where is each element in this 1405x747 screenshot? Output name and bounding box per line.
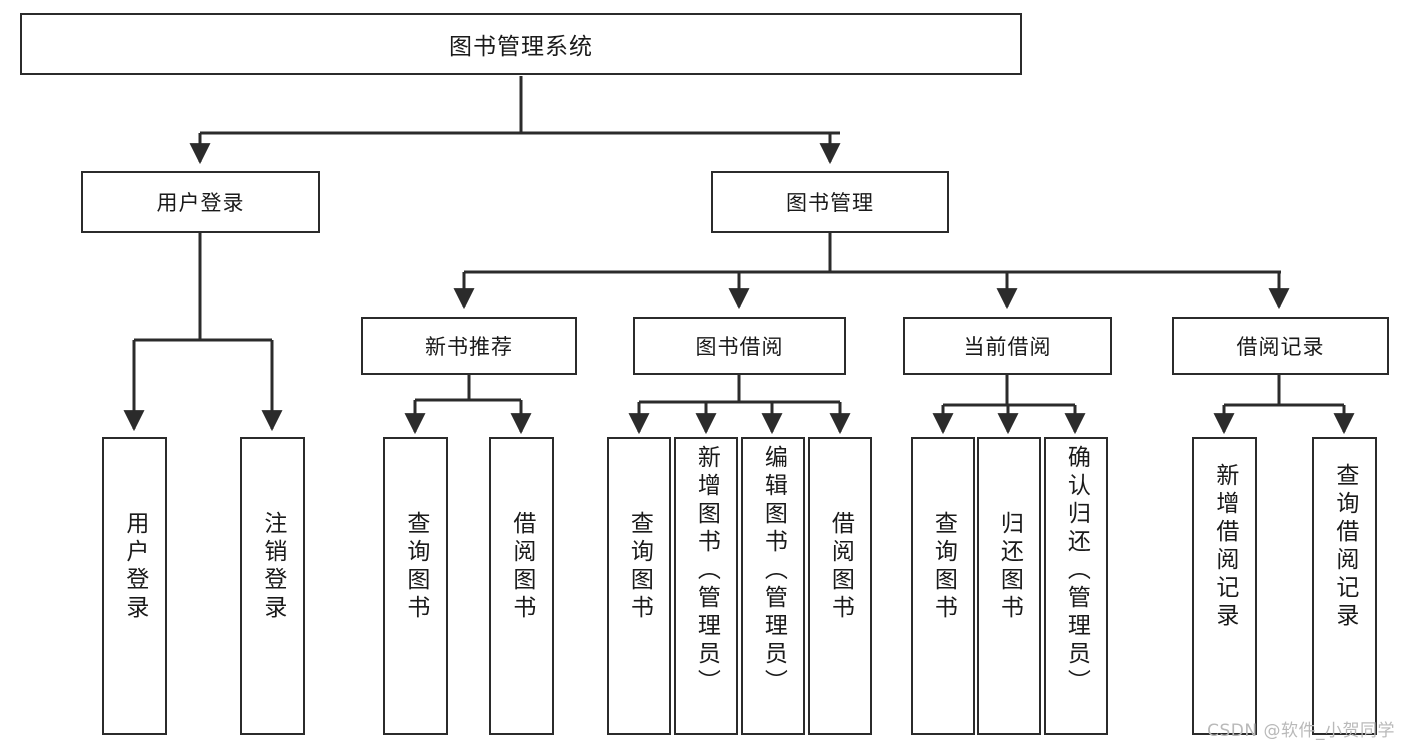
node-label: 归还图书 [996,511,1023,623]
node-label: 借阅记录 [1236,335,1325,359]
node-new-book-recommend[interactable]: 新书推荐 [361,317,577,375]
node-label: 新增图书（管理员） [693,445,720,697]
node-label: 用户登录 [121,511,148,623]
leaf-user-login-logout[interactable]: 注销登录 [240,437,305,735]
node-label: 查询图书 [626,511,653,623]
watermark-text: CSDN @软件_小贺同学 [1207,721,1395,741]
node-label: 用户登录 [156,191,245,215]
leaf-current-confirm-return-admin[interactable]: 确认归还（管理员） [1044,437,1108,735]
node-label: 图书管理系统 [449,34,593,60]
leaf-borrow-add-book-admin[interactable]: 新增图书（管理员） [674,437,738,735]
leaf-new-book-borrow[interactable]: 借阅图书 [489,437,554,735]
leaf-user-login-login[interactable]: 用户登录 [102,437,167,735]
node-label: 新书推荐 [425,335,513,359]
node-label: 当前借阅 [963,335,1052,359]
node-book-borrow[interactable]: 图书借阅 [633,317,846,375]
node-label: 编辑图书（管理员） [760,445,787,697]
leaf-borrow-query-book[interactable]: 查询图书 [607,437,671,735]
leaf-current-query-book[interactable]: 查询图书 [911,437,975,735]
leaf-current-return-book[interactable]: 归还图书 [977,437,1041,735]
leaf-borrow-borrow-book[interactable]: 借阅图书 [808,437,872,735]
node-label: 借阅图书 [508,511,535,623]
node-label: 查询借阅记录 [1331,463,1358,631]
node-label: 注销登录 [259,511,286,623]
node-current-borrow[interactable]: 当前借阅 [903,317,1112,375]
node-label: 确认归还（管理员） [1063,445,1090,697]
leaf-record-add-record[interactable]: 新增借阅记录 [1192,437,1257,735]
node-label: 新增借阅记录 [1211,463,1238,631]
node-label: 图书管理 [786,191,874,215]
node-user-login[interactable]: 用户登录 [81,171,320,233]
leaf-new-book-query[interactable]: 查询图书 [383,437,448,735]
node-root-system[interactable]: 图书管理系统 [20,13,1022,75]
node-book-management[interactable]: 图书管理 [711,171,949,233]
node-label: 查询图书 [930,511,957,623]
node-label: 图书借阅 [695,335,784,359]
leaf-record-query-record[interactable]: 查询借阅记录 [1312,437,1377,735]
leaf-borrow-edit-book-admin[interactable]: 编辑图书（管理员） [741,437,805,735]
node-label: 借阅图书 [827,511,854,623]
node-borrow-record[interactable]: 借阅记录 [1172,317,1389,375]
node-label: 查询图书 [402,511,429,623]
